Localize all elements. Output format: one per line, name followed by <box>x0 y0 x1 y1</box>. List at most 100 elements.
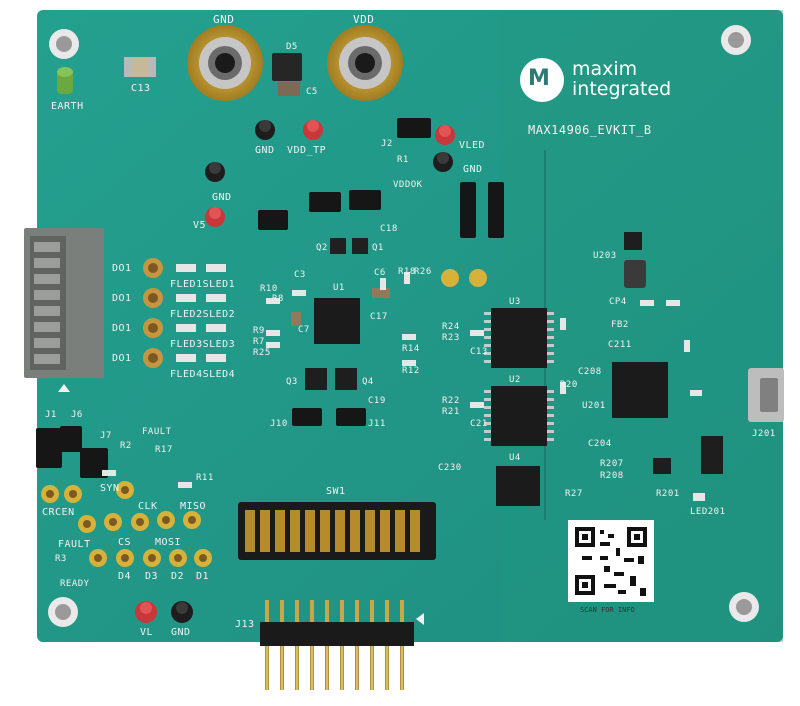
j6-jumper <box>60 426 82 452</box>
r22-label: R22 <box>442 396 460 406</box>
j11-label: J11 <box>368 419 386 429</box>
do1-label-4: DO1 <box>112 353 132 364</box>
j11-jumper <box>336 408 366 426</box>
cs-label: CS <box>118 537 132 548</box>
led201 <box>693 493 705 501</box>
do1-label-2: DO1 <box>112 293 132 304</box>
do1-pad-3 <box>143 318 163 338</box>
j10-label: J10 <box>270 419 288 429</box>
earth-test-point <box>57 67 73 94</box>
do1-label-1: DO1 <box>112 263 132 274</box>
miso-label: MISO <box>180 501 207 512</box>
jumper-d <box>460 182 476 238</box>
mounting-hole-bottom-left <box>48 597 78 627</box>
fault-top-label: FAULT <box>142 427 172 437</box>
gnd-tp-label: GND <box>255 145 275 156</box>
d3-label: D3 <box>145 571 159 582</box>
r207-label: R207 <box>600 459 624 469</box>
u3-chip <box>491 308 547 368</box>
r3-label: R3 <box>55 554 67 564</box>
j201-label: J201 <box>752 429 776 439</box>
logo-text-integrated: integrated <box>572 78 672 100</box>
d4-label: D4 <box>118 571 132 582</box>
maxim-logo-mark-icon: M <box>520 58 564 102</box>
u2-chip <box>491 386 547 446</box>
j10-jumper <box>292 408 322 426</box>
vled-label: VLED <box>459 140 486 151</box>
c19-label: C19 <box>368 396 386 406</box>
u1-label: U1 <box>333 283 345 293</box>
r7-label: R7 <box>253 337 265 347</box>
led201-label: LED201 <box>690 507 726 517</box>
c211-label: C211 <box>608 340 632 350</box>
q4-label: Q4 <box>362 377 374 387</box>
vl-label: VL <box>140 627 154 638</box>
j13-pin1-marker <box>416 613 424 625</box>
crystal <box>624 260 646 288</box>
r21-label: R21 <box>442 407 460 417</box>
ready-label: READY <box>60 579 90 589</box>
c13-label: C13 <box>131 83 151 94</box>
u4-label: U4 <box>509 453 521 463</box>
r11-label: R11 <box>196 473 214 483</box>
fled1-label: FLED1SLED1 <box>170 279 236 290</box>
board-title: MAX14906_EVKIT_B <box>528 123 652 137</box>
j7-label: J7 <box>100 431 112 441</box>
led-yellow-1 <box>441 269 459 287</box>
r12-label: R12 <box>402 366 420 376</box>
earth-label: EARTH <box>51 101 84 112</box>
d5-label: D5 <box>286 42 298 52</box>
spi-pads <box>78 511 201 533</box>
vdd-top-label: VDD <box>353 13 375 26</box>
c208-label: C208 <box>578 367 602 377</box>
sw1-label: SW1 <box>326 486 346 497</box>
r14-label: R14 <box>402 344 420 354</box>
c7-capacitor <box>291 312 301 326</box>
c5-capacitor <box>278 82 300 96</box>
u1-chip <box>314 298 360 344</box>
fled4-label: FLED4SLED4 <box>170 369 236 380</box>
small-chip <box>653 458 671 474</box>
mounting-hole-top-right <box>721 25 751 55</box>
gnd-bottom-label: GND <box>171 627 191 638</box>
j6-label: J6 <box>71 410 83 420</box>
d-pads <box>89 549 212 567</box>
gnd-mid-label: GND <box>463 164 483 175</box>
u2-label: U2 <box>509 375 521 385</box>
qr-code <box>568 520 654 602</box>
u203-label: U203 <box>593 251 617 261</box>
logo-text-maxim: maxim <box>572 58 638 80</box>
q4-transistor <box>335 368 357 390</box>
r20-label: R20 <box>560 380 578 390</box>
vddok-label: VDDOK <box>393 180 423 190</box>
u203-chip <box>624 232 642 250</box>
c6-label: C6 <box>374 268 386 278</box>
jumper-b <box>309 192 341 212</box>
j13-header <box>260 600 414 690</box>
r208-label: R208 <box>600 471 624 481</box>
r23-label: R23 <box>442 333 460 343</box>
passive-components <box>102 272 702 488</box>
terminal-pin1-marker <box>58 384 70 392</box>
d1-label: D1 <box>196 571 210 582</box>
vdd-tp-label: VDD_TP <box>287 145 327 156</box>
q3-label: Q3 <box>286 377 298 387</box>
c17-label: C17 <box>370 312 388 322</box>
mosi-label: MOSI <box>155 537 182 548</box>
r10-label: R10 <box>260 284 278 294</box>
vdd-banana-terminal <box>327 25 403 101</box>
fled2-label: FLED2SLED2 <box>170 309 236 320</box>
y1-component <box>701 436 723 474</box>
gnd-left-label: GND <box>212 192 232 203</box>
c18-label: C18 <box>380 224 398 234</box>
j7-jumper <box>80 448 108 478</box>
d2-label: D2 <box>171 571 185 582</box>
syn-label: SYN <box>100 483 120 494</box>
j1-jumper <box>36 428 62 468</box>
j2-jumper <box>397 118 431 138</box>
c230-label: C230 <box>438 463 462 473</box>
j1-label: J1 <box>45 410 57 420</box>
j2-label: J2 <box>381 139 393 149</box>
c13-capacitor <box>124 57 156 77</box>
c17-capacitor <box>372 288 390 298</box>
